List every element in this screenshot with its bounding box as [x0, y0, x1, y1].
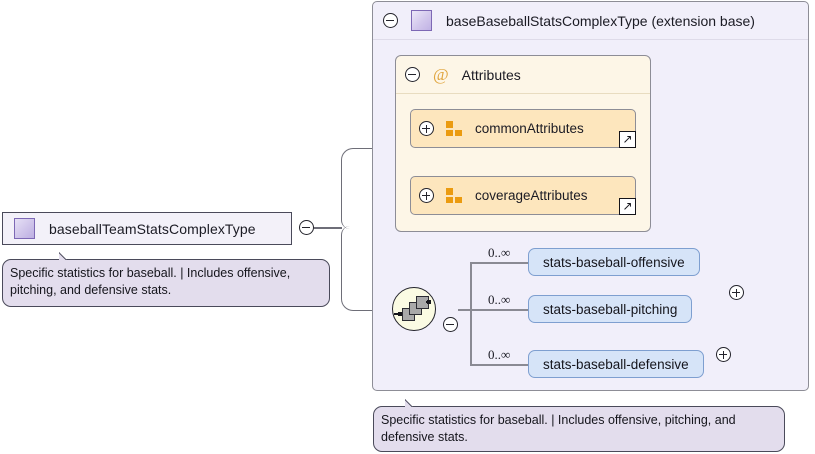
annotation-pointer [405, 398, 422, 407]
element-stats-baseball-offensive[interactable]: stats-baseball-offensive [528, 248, 700, 276]
attributes-title: Attributes [461, 66, 521, 83]
element-stats-baseball-defensive[interactable]: stats-baseball-defensive [528, 350, 704, 378]
annotation-text: Specific statistics for baseball. | Incl… [10, 266, 291, 297]
collapse-minus-icon-sequence[interactable] [443, 317, 458, 332]
reference-arrow-icon[interactable]: ↗ [619, 198, 636, 215]
complextype-label: baseballTeamStatsComplexType [49, 220, 256, 237]
extension-base-label: baseBaseballStatsComplexType (extension … [446, 12, 755, 29]
attributes-header[interactable]: @ Attributes [396, 56, 650, 94]
reference-arrow-icon[interactable]: ↗ [619, 131, 636, 148]
at-symbol-icon: @ [433, 65, 449, 84]
connector-elbow-up-attributes [341, 148, 400, 229]
annotation-pointer [59, 251, 76, 260]
expand-plus-icon-coverageAttributes[interactable] [419, 188, 434, 203]
attribute-group-label: coverageAttributes [475, 188, 588, 203]
attribute-group-icon [446, 188, 463, 203]
connector-sequence-to-bus [458, 309, 471, 311]
complextype-icon-base [411, 10, 432, 31]
sequence-compositor-icon[interactable] [392, 287, 436, 331]
expand-plus-icon-offensive[interactable] [729, 285, 744, 300]
complextype-node-baseballTeamStatsComplexType[interactable]: baseballTeamStatsComplexType [2, 212, 292, 245]
sequence-stub-left [394, 313, 399, 315]
sequence-dot-left [398, 312, 402, 316]
cardinality-offensive: 0..∞ [488, 245, 511, 260]
annotation-text: Specific statistics for baseball. | Incl… [381, 413, 736, 444]
collapse-minus-icon-root[interactable] [299, 220, 314, 235]
connector-sequence-bus [470, 262, 472, 365]
attributes-container: @ Attributes commonAttributes ↗ coverage… [395, 55, 651, 232]
connector-root-stub [314, 227, 342, 229]
connector-leg-defensive [470, 364, 528, 366]
cardinality-defensive: 0..∞ [488, 347, 511, 362]
element-stats-baseball-pitching[interactable]: stats-baseball-pitching [528, 295, 693, 323]
collapse-minus-icon-base[interactable] [383, 13, 398, 28]
extension-base-header[interactable]: baseBaseballStatsComplexType (extension … [373, 2, 808, 40]
connector-elbow-down-sequence [341, 226, 400, 311]
attribute-group-row-coverage[interactable]: coverageAttributes ↗ [410, 176, 636, 215]
connector-leg-pitching [470, 309, 528, 311]
annotation-left-node: Specific statistics for baseball. | Incl… [2, 259, 330, 307]
attribute-group-row-common[interactable]: commonAttributes ↗ [410, 109, 636, 148]
complextype-icon [14, 218, 35, 239]
attribute-group-label: commonAttributes [475, 121, 584, 136]
collapse-minus-icon-attributes[interactable] [405, 67, 420, 82]
cardinality-pitching: 0..∞ [488, 292, 511, 307]
expand-plus-icon-commonAttributes[interactable] [419, 121, 434, 136]
attribute-group-icon [446, 121, 463, 136]
connector-leg-offensive [470, 262, 528, 264]
sequence-stub-right [426, 301, 431, 303]
annotation-base-panel: Specific statistics for baseball. | Incl… [373, 406, 785, 452]
expand-plus-icon-pitching[interactable] [716, 347, 731, 362]
